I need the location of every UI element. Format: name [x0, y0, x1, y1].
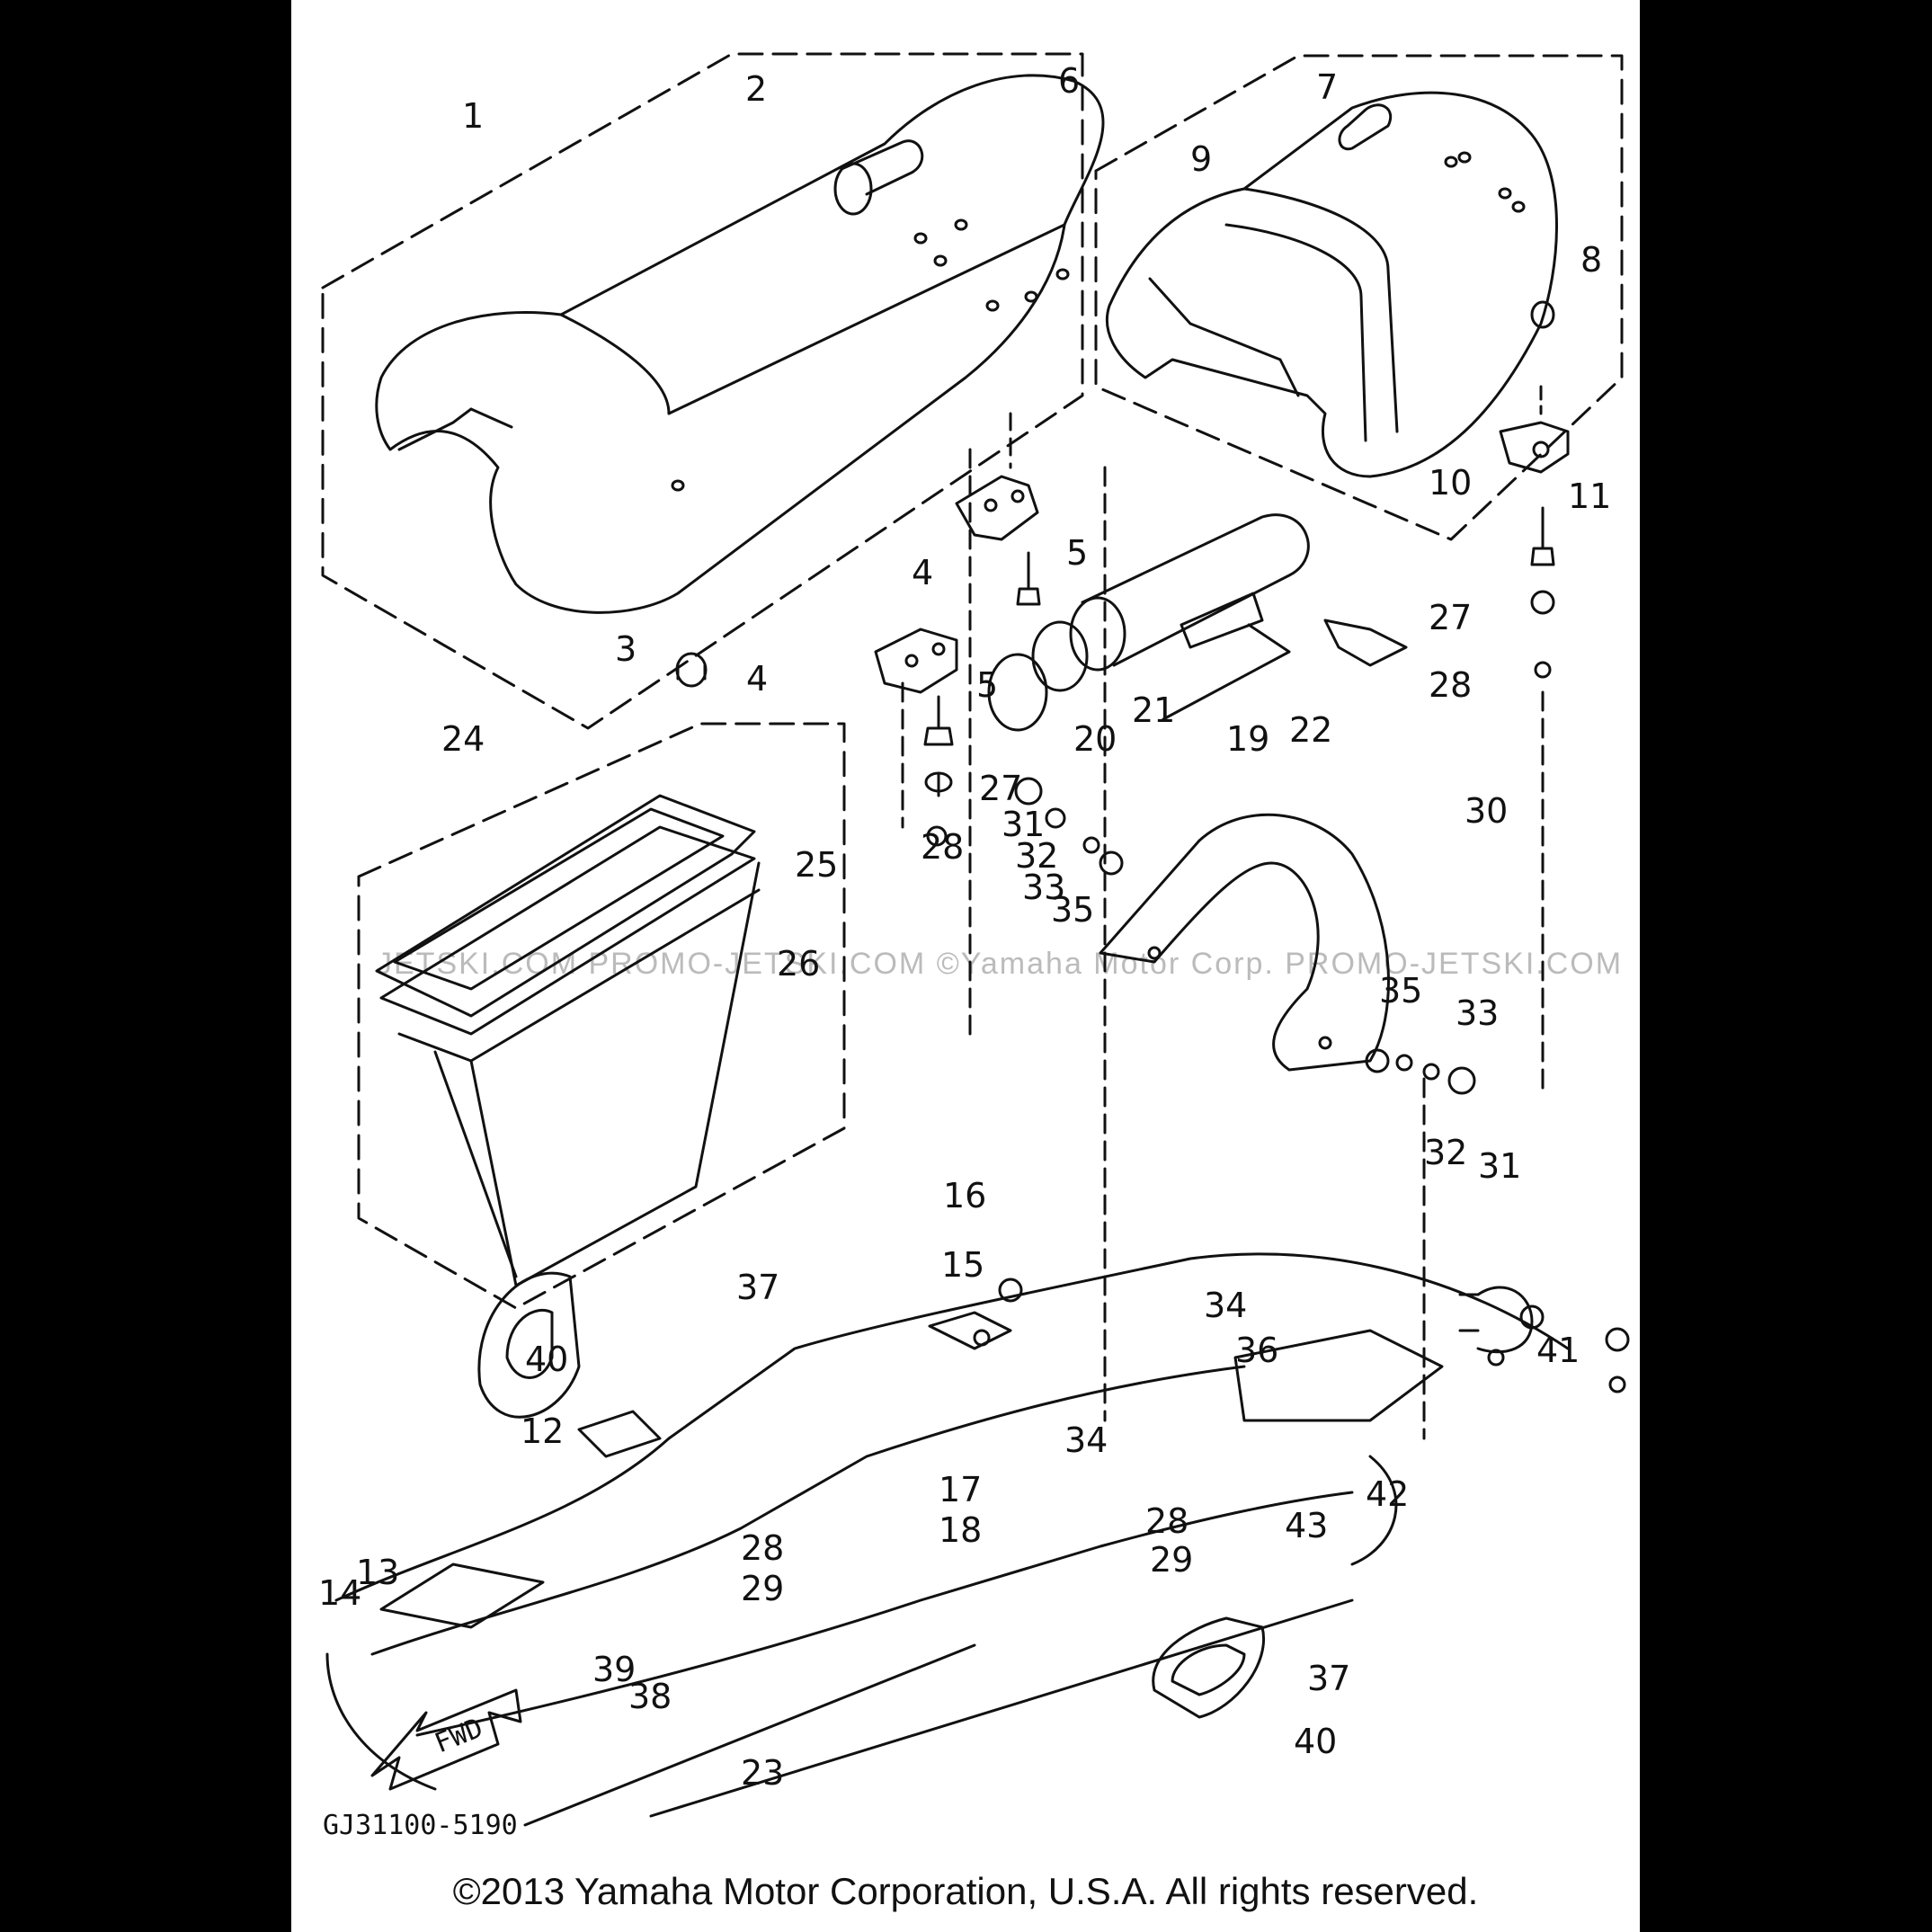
- callout-33a: 33: [1022, 868, 1065, 907]
- storage-box-assembly: [357, 722, 846, 1310]
- cap-20: [987, 653, 1048, 732]
- callout-8: 8: [1580, 240, 1602, 280]
- callout-2: 2: [745, 69, 767, 109]
- callout-18: 18: [939, 1510, 982, 1550]
- callout-21: 21: [1132, 690, 1175, 730]
- callout-28a: 28: [921, 827, 964, 867]
- callout-32a: 32: [1015, 836, 1058, 876]
- callout-33b: 33: [1456, 993, 1499, 1033]
- bolt-5-lower: [923, 695, 954, 746]
- callout-5a: 5: [1066, 533, 1088, 573]
- callout-14: 14: [318, 1573, 361, 1613]
- callout-20: 20: [1073, 719, 1117, 759]
- callout-27a: 27: [979, 769, 1022, 808]
- fasteners: [924, 590, 1630, 1393]
- callout-labels: 1 2 3 4 4 5 5 6 7 8 9 10 11 12 13 14 15 …: [318, 61, 1611, 1793]
- callout-24: 24: [441, 719, 485, 759]
- callout-29a: 29: [741, 1569, 784, 1608]
- callout-27b: 27: [1429, 598, 1472, 637]
- front-seat-assembly: [321, 52, 1084, 730]
- callout-5b: 5: [976, 665, 998, 705]
- callout-3: 3: [615, 629, 637, 669]
- callout-28b: 28: [1429, 665, 1472, 705]
- callout-15: 15: [941, 1245, 984, 1285]
- callout-34a: 34: [1204, 1286, 1247, 1325]
- callout-30: 30: [1465, 791, 1508, 831]
- callout-39: 39: [592, 1650, 636, 1689]
- callout-40a: 40: [525, 1340, 568, 1379]
- callout-35b: 35: [1379, 971, 1422, 1011]
- cap-8: [1530, 300, 1555, 329]
- exploded-parts-drawing: JETSKI.COM PROMO-JETSKI.COM ©Yamaha Moto…: [318, 52, 1630, 1841]
- callout-35a: 35: [1051, 890, 1094, 930]
- callout-25: 25: [795, 845, 838, 885]
- callout-4b: 4: [746, 659, 768, 699]
- diagram-code: GJ31100-5190: [323, 1810, 518, 1841]
- callout-22: 22: [1289, 710, 1332, 750]
- clip-22: [1323, 619, 1408, 667]
- callout-7: 7: [1316, 67, 1338, 107]
- callout-42: 42: [1366, 1474, 1409, 1514]
- callout-38: 38: [628, 1677, 672, 1716]
- front-seat-body: [375, 74, 1105, 614]
- callout-10: 10: [1429, 463, 1472, 503]
- fwd-arrow: FWD: [370, 1688, 522, 1791]
- callout-28c: 28: [741, 1528, 784, 1568]
- callout-9: 9: [1190, 139, 1212, 179]
- callout-11: 11: [1568, 476, 1611, 516]
- grab-handle-30: [1099, 813, 1390, 1072]
- callout-12: 12: [521, 1411, 564, 1451]
- callout-40b: 40: [1294, 1722, 1337, 1761]
- callout-23: 23: [741, 1753, 784, 1793]
- callout-1: 1: [462, 96, 484, 136]
- callout-31b: 31: [1478, 1146, 1521, 1186]
- bolt-11: [1530, 506, 1555, 566]
- callout-34b: 34: [1064, 1420, 1108, 1460]
- bolt-5-upper: [1016, 551, 1041, 606]
- callout-41: 41: [1536, 1331, 1580, 1370]
- callout-19: 19: [1226, 719, 1269, 759]
- ring-21: [1031, 620, 1089, 692]
- callout-29b: 29: [1150, 1540, 1193, 1580]
- callout-28d: 28: [1145, 1501, 1189, 1541]
- copyright-notice: ©2013 Yamaha Motor Corporation, U.S.A. A…: [452, 1870, 1479, 1912]
- hinge-bracket-4-lower: [874, 628, 958, 694]
- parts-diagram-sheet: JETSKI.COM PROMO-JETSKI.COM ©Yamaha Moto…: [291, 0, 1640, 1932]
- callout-43: 43: [1285, 1506, 1328, 1545]
- callout-6: 6: [1058, 61, 1080, 101]
- bracket-10: [1499, 385, 1570, 474]
- storage-tube-19: [1069, 513, 1310, 721]
- callout-37b: 37: [1307, 1659, 1350, 1698]
- callout-32b: 32: [1424, 1133, 1467, 1172]
- hinge-bracket-4-upper: [955, 412, 1039, 541]
- hook-pad-37-upper: [477, 1271, 581, 1419]
- callout-4a: 4: [912, 553, 933, 592]
- hull-deck-23: [325, 1252, 1570, 1827]
- callout-13: 13: [356, 1553, 399, 1592]
- hook-pad-37-lower: [1152, 1616, 1265, 1719]
- callout-26: 26: [777, 944, 820, 984]
- rear-seat-body: [1105, 91, 1558, 478]
- callout-36: 36: [1235, 1331, 1278, 1370]
- tie-down-41: [1458, 1286, 1534, 1354]
- mounting-lines: [901, 448, 1426, 1440]
- storage-box-body: [375, 794, 761, 1287]
- cap-3: [675, 652, 708, 688]
- callout-16: 16: [943, 1176, 986, 1215]
- rear-seat-assembly: [1094, 54, 1624, 541]
- callout-37a: 37: [736, 1268, 779, 1307]
- callout-17: 17: [939, 1470, 982, 1509]
- callout-31a: 31: [1002, 805, 1045, 844]
